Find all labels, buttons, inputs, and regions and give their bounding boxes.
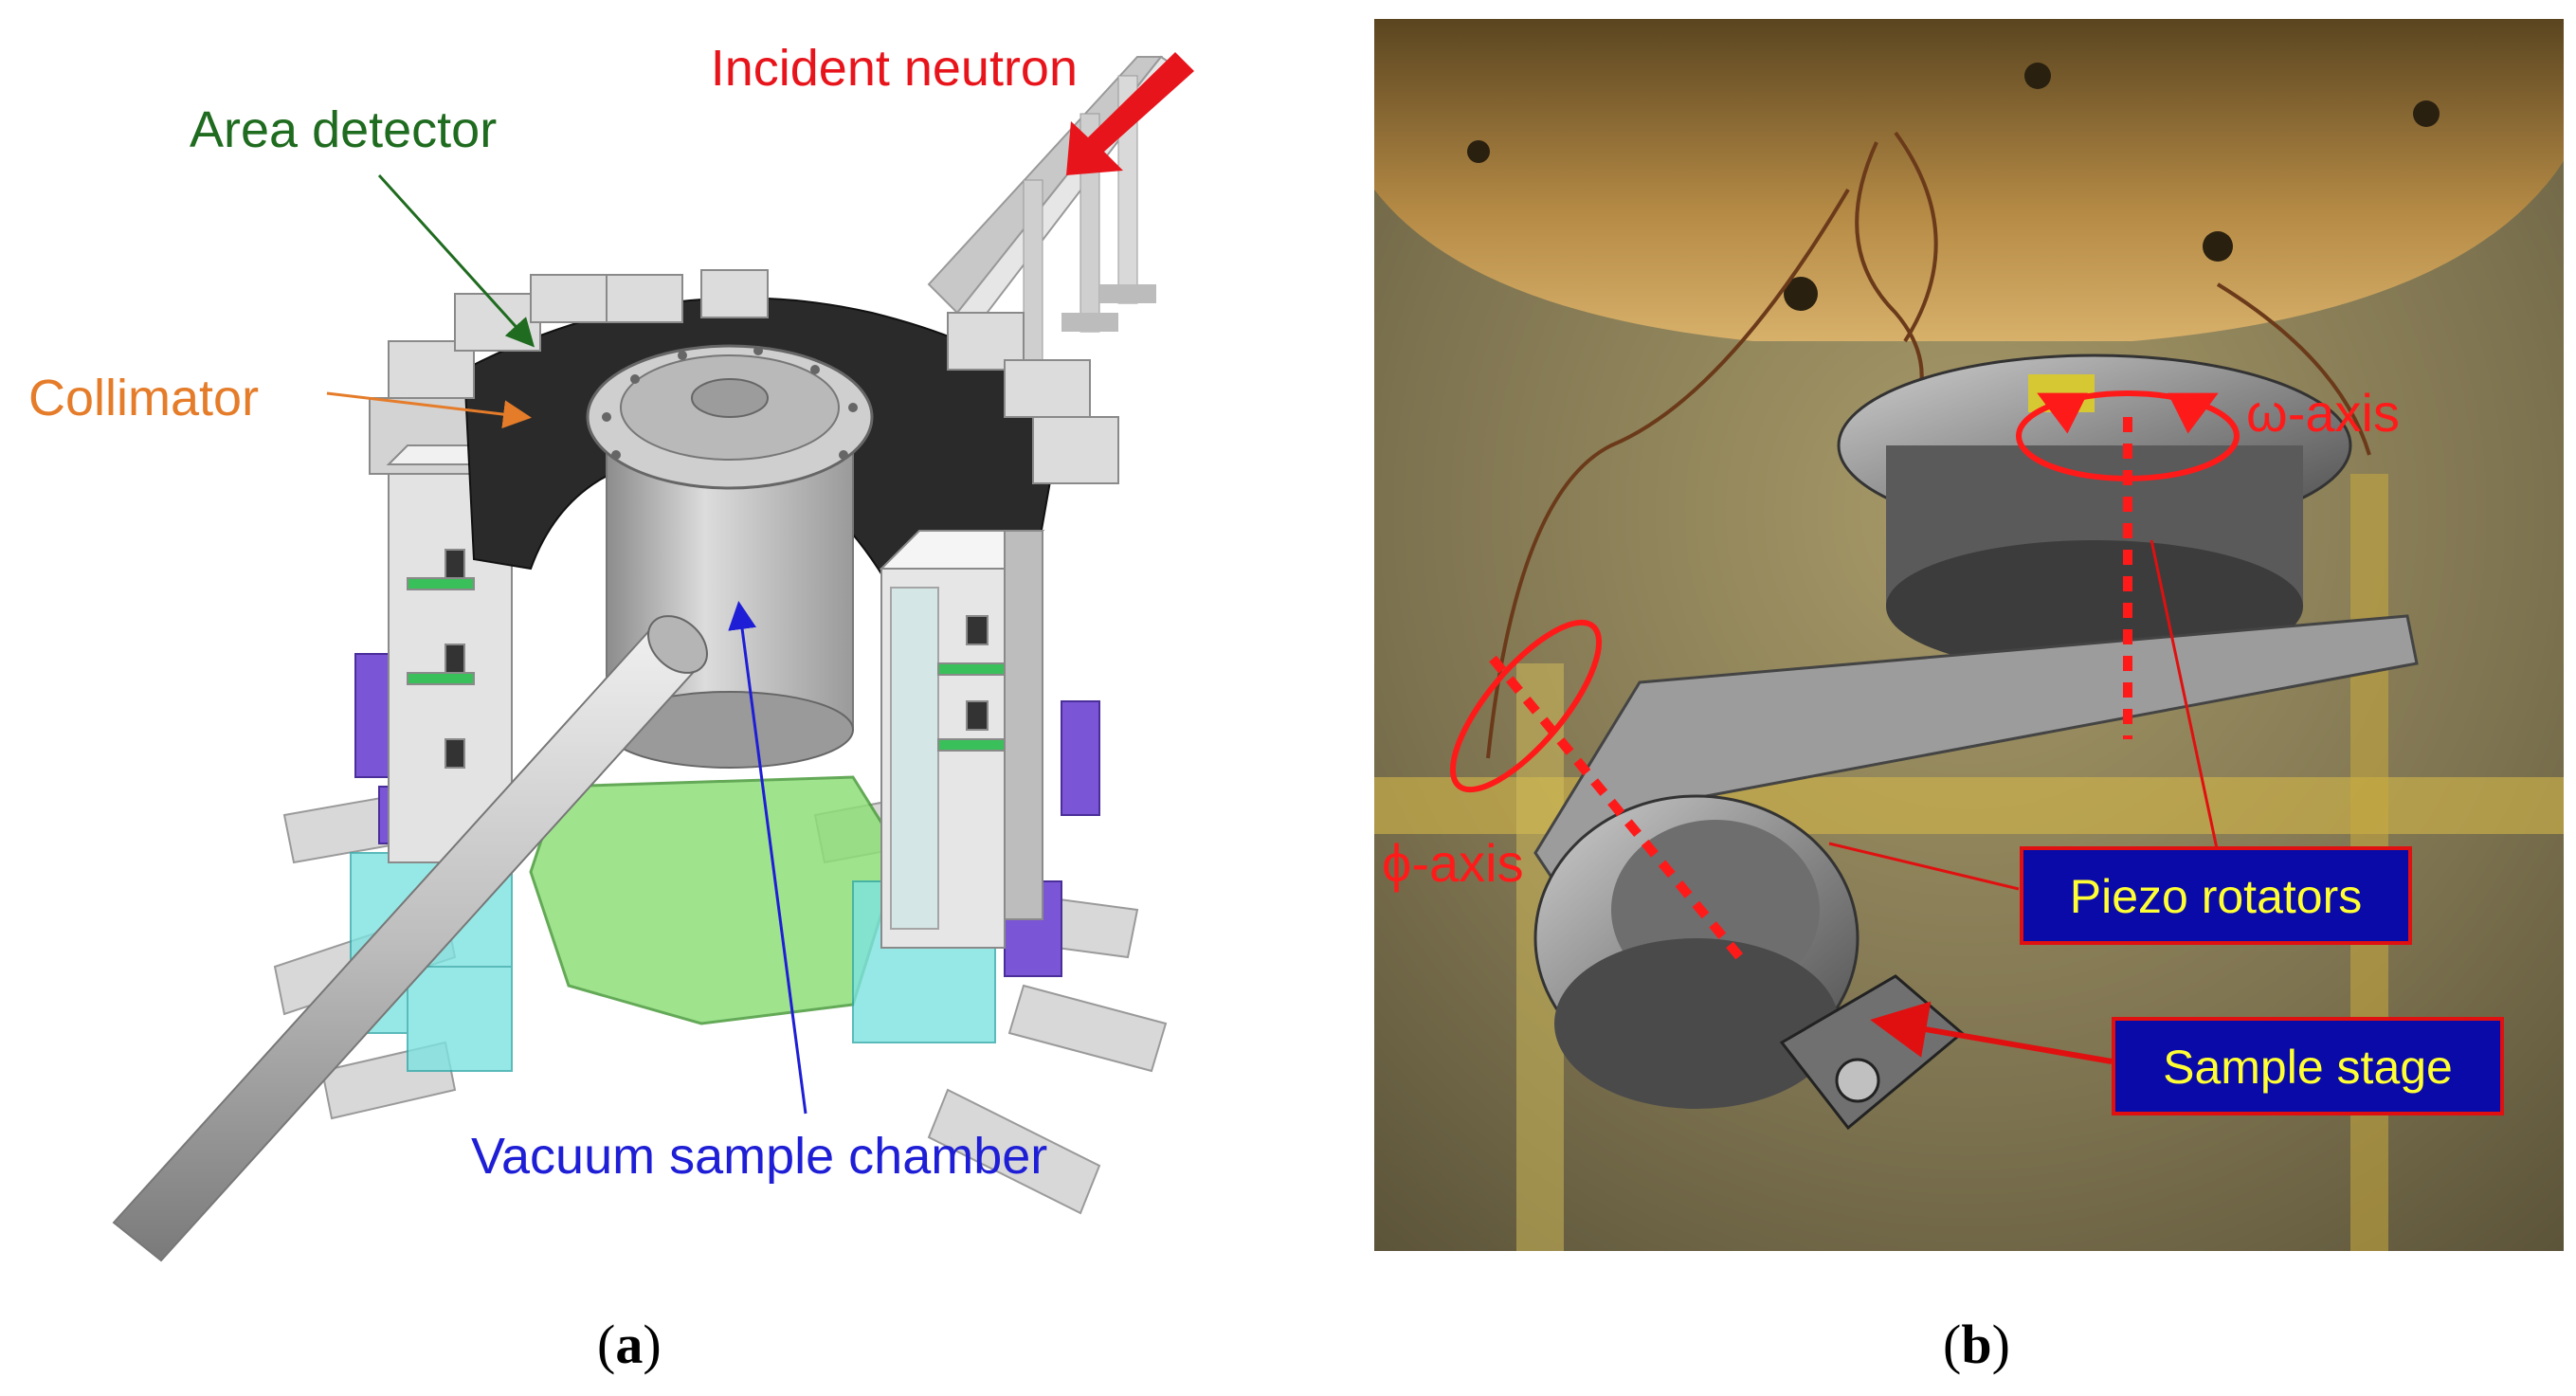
pointer-piezo-upper [2150, 539, 2220, 854]
arrow-collimator [326, 391, 532, 429]
label-incident-neutron: Incident neutron [711, 40, 1078, 97]
label-collimator: Collimator [28, 370, 259, 426]
beam-pipe [112, 615, 708, 1262]
label-vacuum-chamber: Vacuum sample chamber [471, 1128, 1047, 1185]
vacuum-chamber [586, 344, 874, 769]
panel-a-illustration [112, 52, 1194, 1262]
arrow-vacuum-chamber [728, 601, 807, 1115]
arrow-sample-stage [1870, 1001, 2113, 1064]
top-modules [388, 269, 1119, 484]
label-omega-axis: ω-axis [2246, 383, 2400, 443]
caption-a: (a) [597, 1314, 662, 1375]
omega-rotation-arrow [2016, 390, 2240, 481]
incident-neutron-arrow [1066, 52, 1194, 175]
sample-stage-box [2112, 1017, 2504, 1115]
arrow-area-detector [377, 173, 535, 348]
label-sample-stage: Sample stage [2163, 1041, 2453, 1094]
piezo-rotators-box [2020, 846, 2412, 945]
label-piezo-rotators: Piezo rotators [2070, 870, 2362, 923]
detector-bank-right [879, 530, 1045, 949]
label-phi-axis: ϕ-axis [1382, 833, 1524, 893]
caption-b: (b) [1943, 1314, 2010, 1375]
pointer-piezo-lower [1828, 842, 2020, 891]
label-area-detector: Area detector [190, 101, 497, 158]
green-base [529, 775, 902, 1025]
phi-rotation-arrow [1449, 619, 1603, 793]
phi-axis-line [1489, 655, 1748, 966]
